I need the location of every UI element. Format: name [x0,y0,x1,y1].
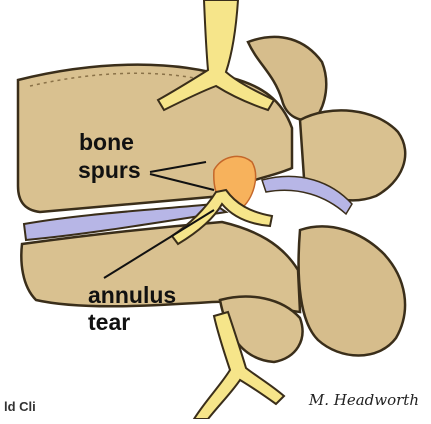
artist-signature: M. Headworth [309,391,419,409]
credit-fragment: ld Cli [4,400,36,413]
lower-process [299,226,405,355]
bone-spurs-label-line2: spurs [78,159,141,182]
annulus-tear-label-line2: tear [88,311,130,334]
bone-spurs-label-line1: bone [79,131,134,154]
annulus-tear-label-line1: annulus [88,284,176,307]
